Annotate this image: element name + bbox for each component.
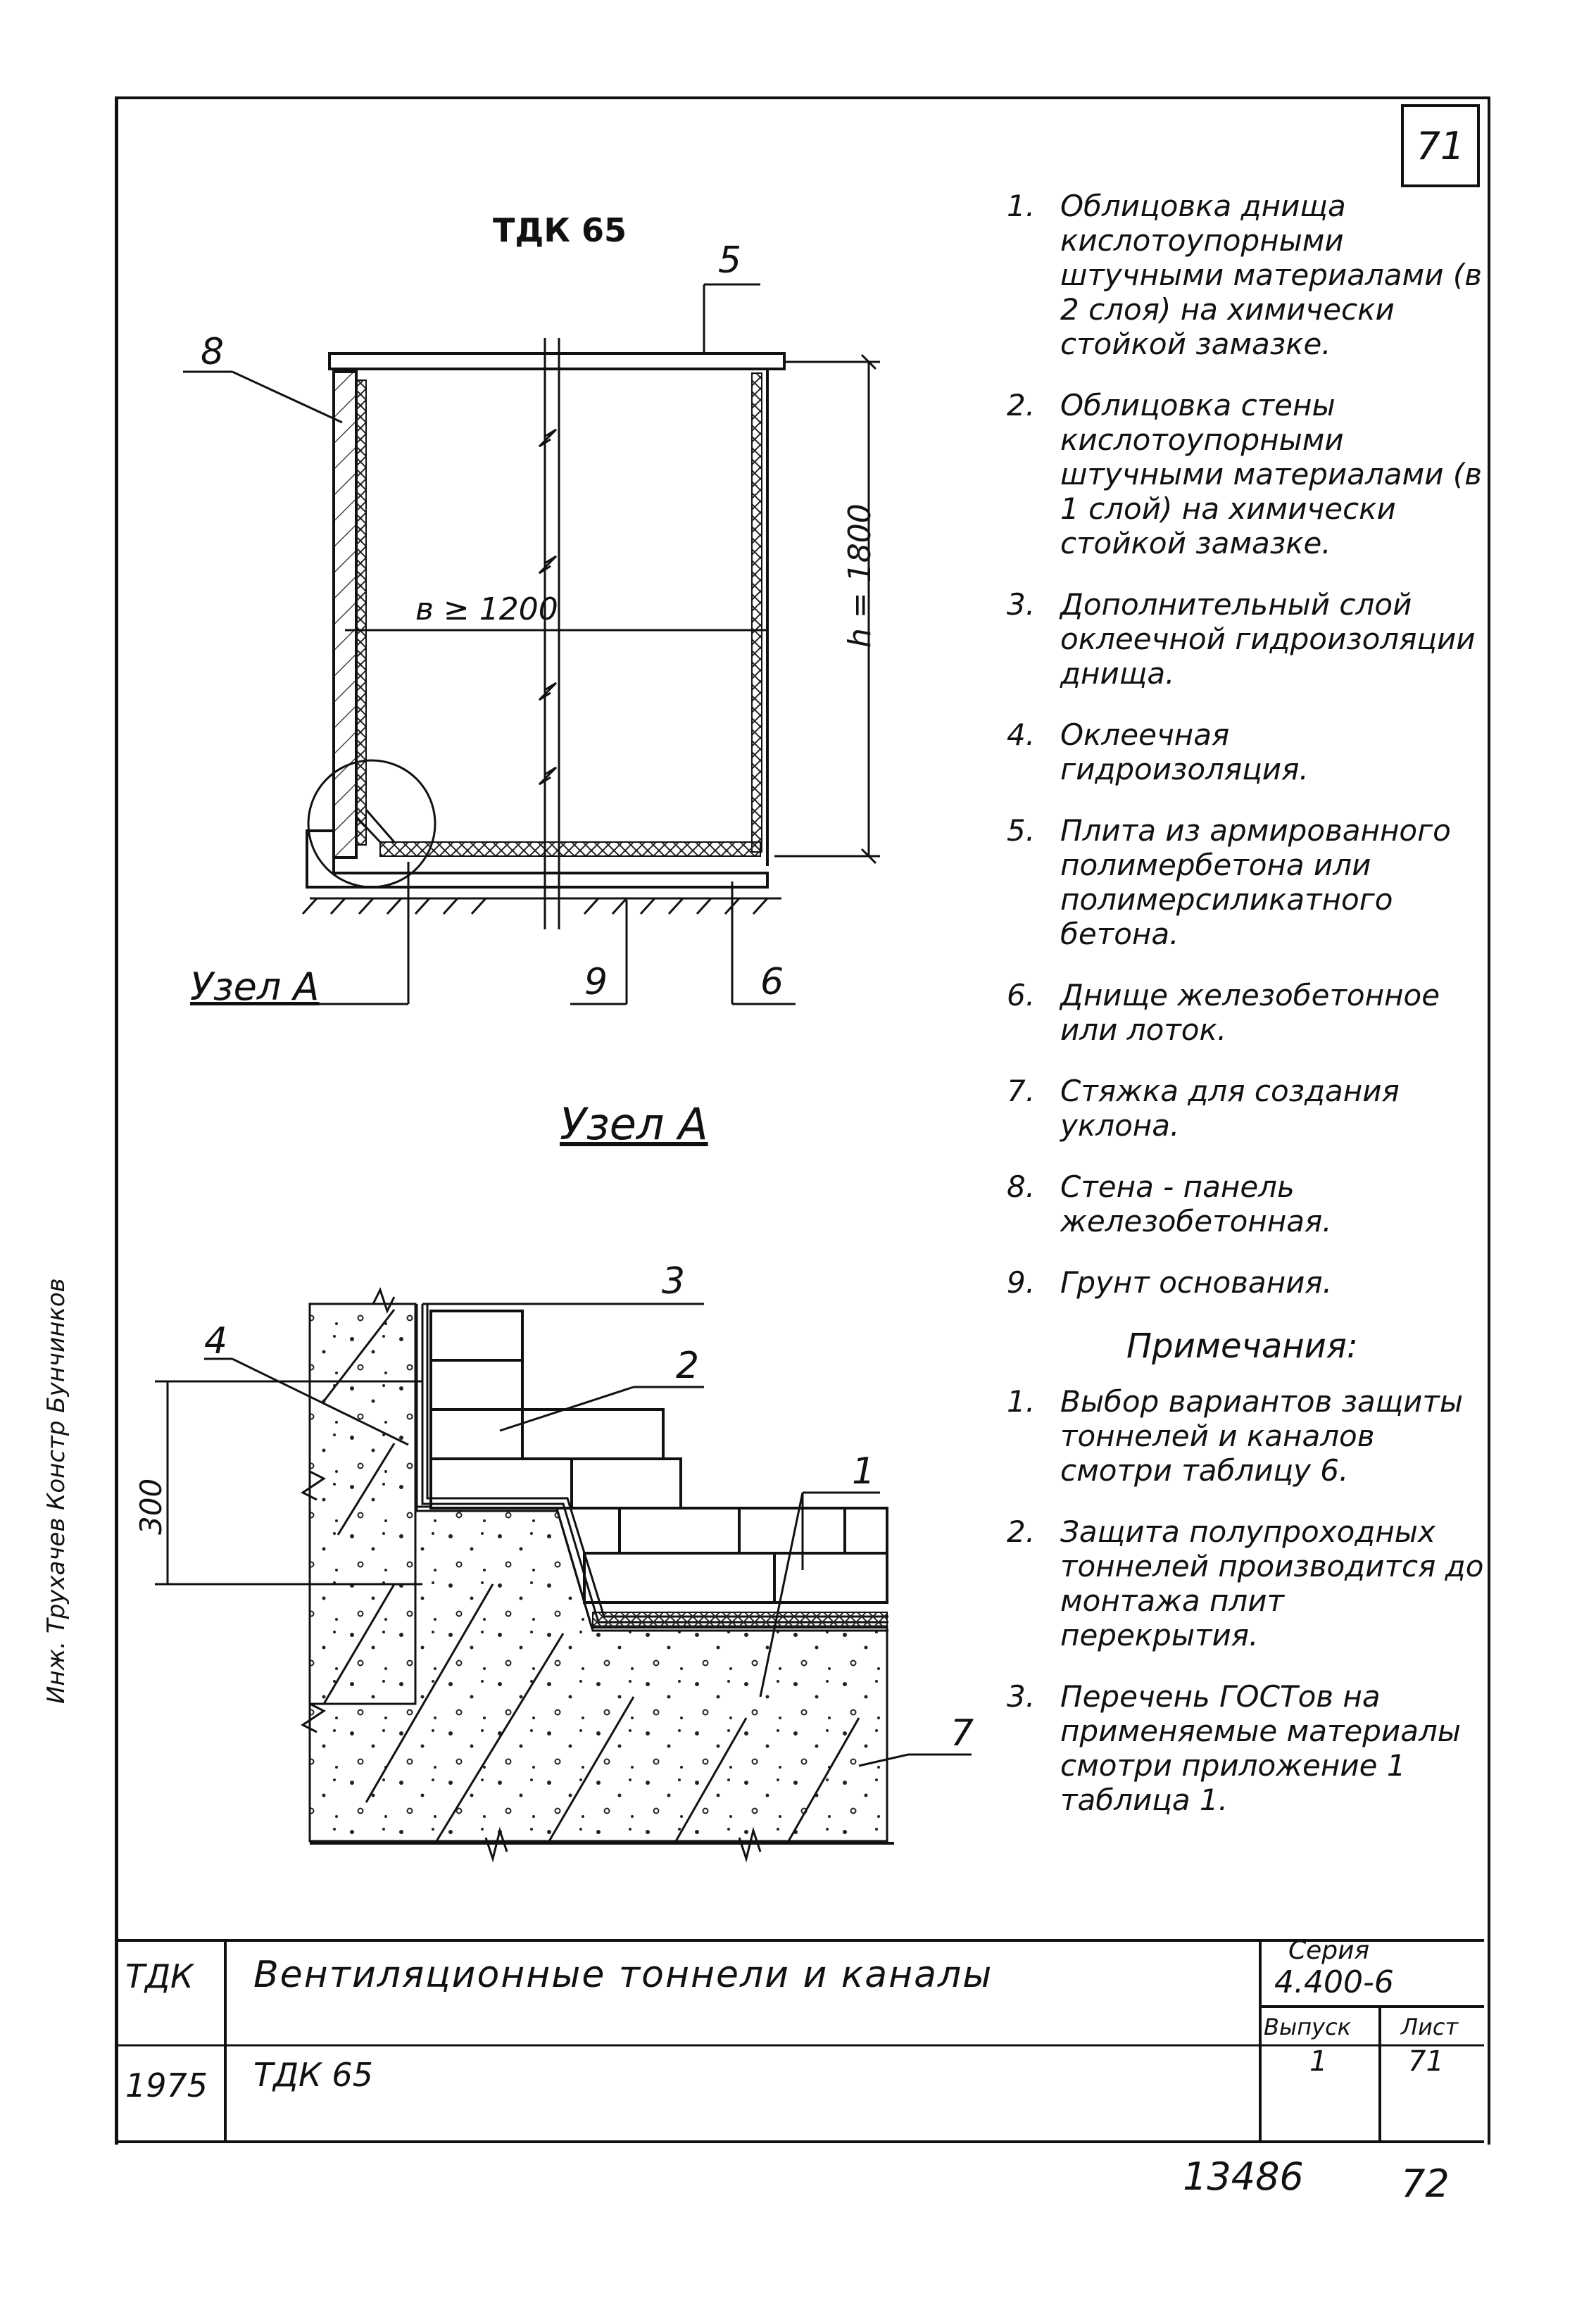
cross-section-view: [183, 283, 880, 1005]
height-dimension: h = 1800: [842, 503, 878, 648]
callout-4: 4: [204, 1320, 228, 1362]
stamp-issue-label: Выпуск: [1264, 2014, 1351, 2040]
title-block-lines: [115, 1939, 1484, 2143]
callout-1: 1: [852, 1450, 876, 1493]
callout-8: 8: [201, 331, 225, 373]
page-frame: [115, 96, 1490, 2145]
legend-item: 4.Оклеечная гидроизоляция.: [1007, 717, 1309, 786]
stamp-code: ТДК: [125, 1957, 194, 1995]
left-wall-lining: [356, 379, 367, 846]
note-item: 1.Выбор вариантов защиты тоннелей и кана…: [1007, 1384, 1464, 1488]
note-item: 3.Перечень ГОСТов на применяемые материа…: [1007, 1679, 1461, 1817]
stamp-sheet-label: Лист: [1401, 2014, 1459, 2040]
legend-item: 7.Стяжка для создания уклона.: [1007, 1074, 1400, 1143]
stamp-title: Вентиляционные тоннели и каналы: [253, 1954, 993, 1996]
stamp-issue-value: 1: [1309, 2045, 1328, 2078]
legend-item: 5.Плита из армированного полимербетона и…: [1007, 813, 1451, 951]
cover-slab: [328, 352, 786, 370]
stamp-series-value: 4.400-6: [1274, 1964, 1394, 2000]
node-label: Узел А: [190, 965, 320, 1009]
bottom-slab: [306, 829, 769, 889]
bottom-lining: [379, 841, 761, 857]
stamp-series-label: Серия: [1288, 1936, 1370, 1965]
legend-item: 3.Дополнительный слой оклеечной гидроизо…: [1007, 587, 1476, 691]
legend-item: 9.Грунт основания.: [1007, 1265, 1332, 1300]
callout-9: 9: [584, 961, 608, 1003]
detail-a-view: [155, 1287, 972, 1863]
stamp-sheet-value: 71: [1408, 2045, 1444, 2078]
legend-item: 6.Днище железобетонное или лоток.: [1007, 978, 1440, 1047]
drawing-title: ТДК 65: [493, 211, 627, 249]
footer-number: 13486: [1183, 2154, 1304, 2199]
right-wall-lining: [751, 372, 762, 853]
legend-item: 8.Стена - панель железобетонная.: [1007, 1169, 1332, 1238]
callout-2: 2: [676, 1345, 700, 1387]
callout-3: 3: [662, 1260, 686, 1303]
callout-5: 5: [718, 239, 742, 282]
width-dimension: в ≥ 1200: [415, 591, 558, 627]
dimension-300: 300: [134, 1478, 168, 1535]
node-title: Узел А: [560, 1098, 708, 1150]
notes-title: Примечания:: [1126, 1326, 1358, 1366]
legend-item: 2.Облицовка стены кислотоупорными штучны…: [1007, 388, 1482, 560]
footer-page: 72: [1401, 2161, 1450, 2206]
legend-item: 1.Облицовка днища кислотоупорными штучны…: [1007, 189, 1482, 361]
note-item: 2.Защита полупроходных тоннелей производ…: [1007, 1514, 1484, 1652]
callout-6: 6: [760, 961, 784, 1003]
stamp-subtitle: ТДК 65: [253, 2056, 373, 2094]
left-wall-panel: [332, 370, 358, 859]
legend: 1.Облицовка днища кислотоупорными штучны…: [1007, 189, 1485, 1844]
sheet-number: 71: [1401, 104, 1480, 187]
stamp-year: 1975: [125, 2066, 208, 2104]
callout-7: 7: [950, 1712, 974, 1755]
